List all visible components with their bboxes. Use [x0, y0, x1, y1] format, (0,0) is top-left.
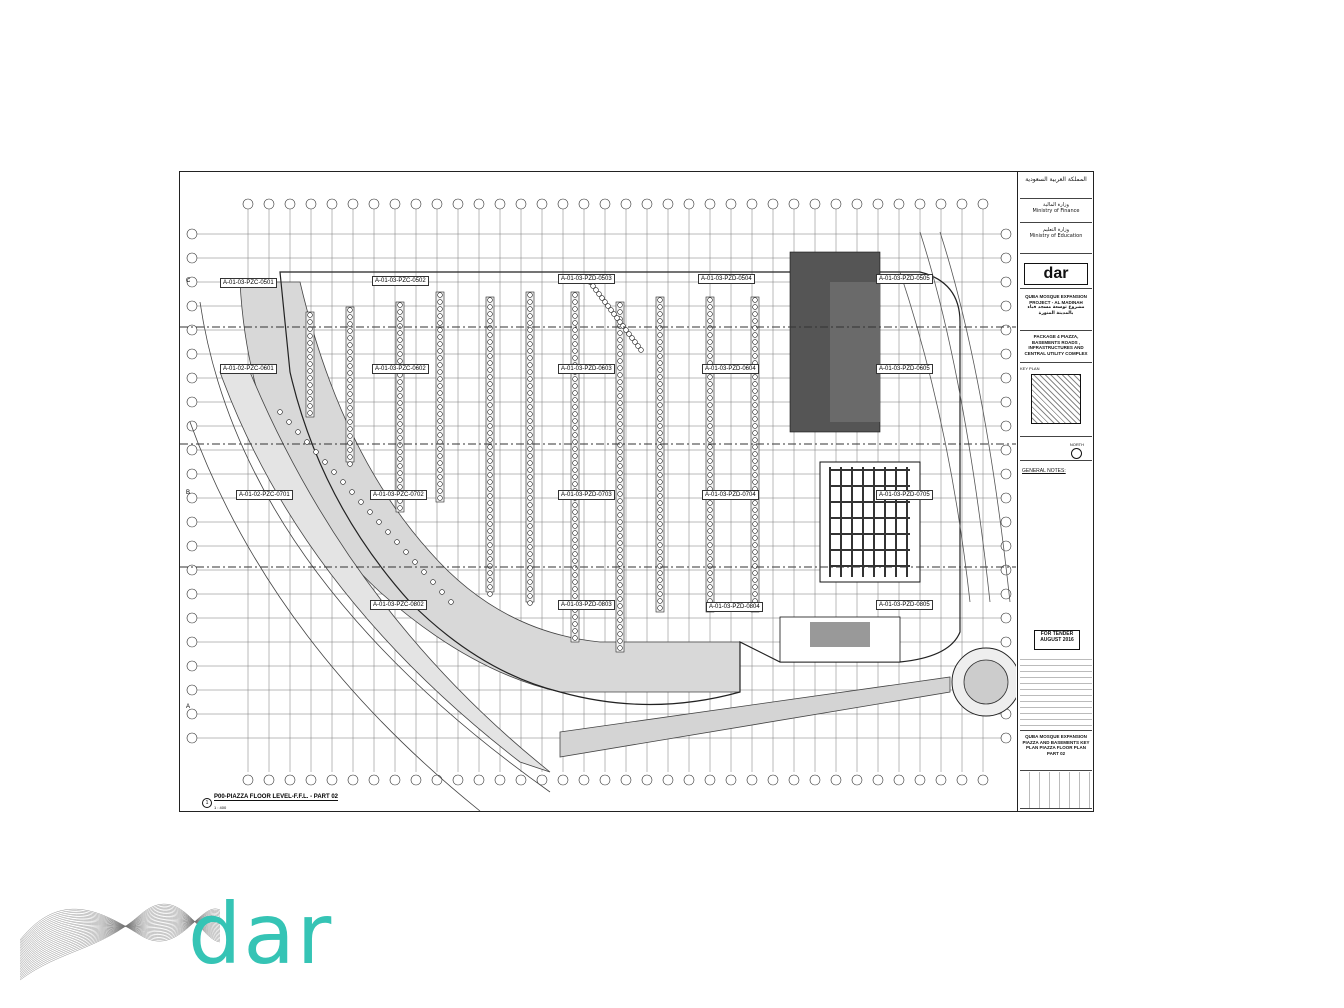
revision-table — [1020, 654, 1092, 731]
view-title: P00-PIAZZA FLOOR LEVEL-F.F.L. - PART 02 — [214, 794, 339, 801]
row-marker-b: B — [186, 490, 190, 496]
view-number: 1 — [202, 798, 212, 808]
north-arrow-icon — [1071, 448, 1082, 459]
zone-label: A-01-03-PZD-0505 — [876, 274, 933, 284]
row-marker-a: A — [186, 704, 190, 710]
zone-label: A-01-03-PZD-0804 — [706, 602, 763, 612]
consultant-logo-box: dar — [1020, 260, 1092, 289]
zone-label: A-01-03-PZD-0605 — [876, 364, 933, 374]
dar-logo: dar — [188, 885, 334, 983]
zone-label: A-01-03-PZC-0501 — [220, 278, 277, 288]
site-plan-drawing: C B A — [180, 198, 1016, 811]
row-marker-c: C — [186, 278, 191, 284]
zone-label: A-01-02-PZC-0701 — [236, 490, 293, 500]
drawing-number-table — [1020, 772, 1092, 809]
tender-stamp: FOR TENDER AUGUST 2016 — [1034, 630, 1080, 650]
ministry-finance-en: Ministry of Finance — [1032, 208, 1080, 214]
zone-label: A-01-03-PZD-0703 — [558, 490, 615, 500]
zone-label: A-01-03-PZD-0504 — [698, 274, 755, 284]
client-emblem: المملكة العربية السعودية — [1020, 176, 1092, 199]
project-title-en: QUBA MOSQUE EXPANSION PROJECT - AL MADIN… — [1025, 294, 1087, 305]
zone-label: A-01-02-PZC-0601 — [220, 364, 277, 374]
zone-label: A-01-03-PZC-0702 — [370, 490, 427, 500]
zone-label: A-01-03-PZD-0603 — [558, 364, 615, 374]
zone-label: A-01-03-PZC-0602 — [372, 364, 429, 374]
zone-label: A-01-03-PZD-0803 — [558, 600, 615, 610]
package-box: PACKAGE 4 PIAZZA, BASEMENTS ROADS , INFR… — [1020, 334, 1092, 363]
sheet-title: QUBA MOSQUE EXPANSION PIAZZA AND BASEMEN… — [1020, 734, 1092, 771]
ministry-education-ar: وزارة التعليم — [1042, 227, 1070, 233]
wave-graphic — [20, 903, 220, 981]
ministry-education-en: Ministry of Education — [1029, 233, 1083, 239]
key-plan-diagram — [1031, 374, 1081, 424]
zone-label: A-01-03-PZD-0704 — [702, 490, 759, 500]
client-name-arabic: المملكة العربية السعودية — [1025, 176, 1087, 183]
ministry-finance-logo: وزارة المالية Ministry of Finance — [1020, 202, 1092, 223]
ministry-education-logo: وزارة التعليم Ministry of Education — [1020, 227, 1092, 254]
zone-label: A-01-03-PZD-0503 — [558, 274, 615, 284]
consultant-logo: dar — [1024, 263, 1088, 285]
title-block: المملكة العربية السعودية وزارة المالية M… — [1017, 172, 1094, 811]
zone-label: A-01-03-PZC-0502 — [372, 276, 429, 286]
zone-label: A-01-03-PZD-0805 — [876, 600, 933, 610]
ministry-finance-ar: وزارة المالية — [1043, 202, 1069, 208]
general-notes-heading: GENERAL NOTES: — [1022, 468, 1066, 474]
zone-label: A-01-03-PZD-0604 — [702, 364, 759, 374]
north-arrow-box: NORTH — [1020, 440, 1092, 461]
key-plan-label: KEY PLAN — [1020, 366, 1040, 371]
zone-label: A-01-03-PZC-0802 — [370, 600, 427, 610]
project-title-ar: مشروع توسعة مسجد قباء بالمدينة المنورة — [1027, 305, 1085, 316]
view-scale: 1 : 400 — [214, 805, 227, 810]
key-plan-box: KEY PLAN — [1020, 366, 1092, 437]
project-title-box: QUBA MOSQUE EXPANSION PROJECT - AL MADIN… — [1020, 294, 1092, 331]
north-label: NORTH — [1069, 442, 1084, 447]
zone-label: A-01-03-PZD-0705 — [876, 490, 933, 500]
